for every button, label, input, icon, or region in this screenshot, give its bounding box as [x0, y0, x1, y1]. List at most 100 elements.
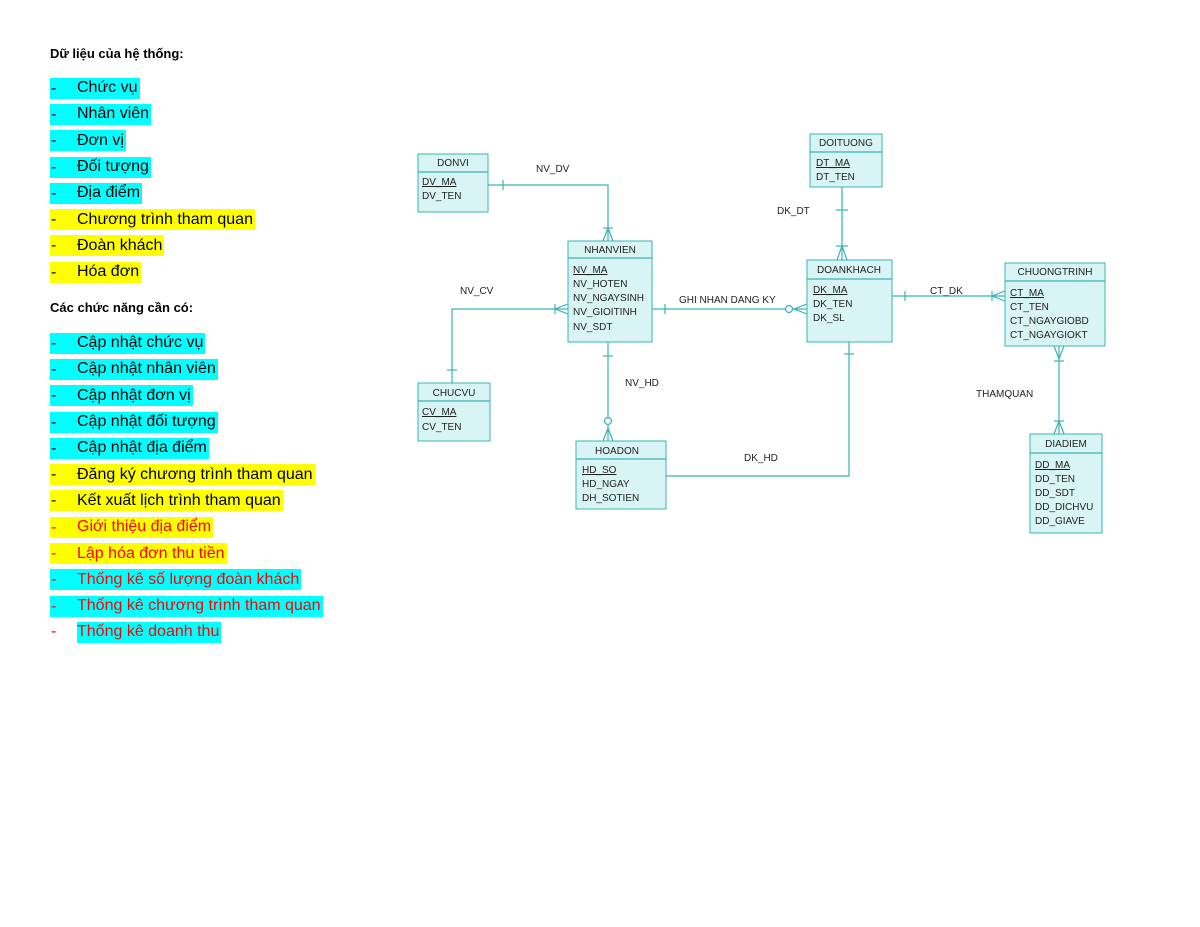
entity-attr: DK_SL: [813, 313, 845, 324]
function-item: -Cập nhật đơn vị: [50, 383, 323, 409]
entity-attr: NV_SDT: [573, 322, 612, 333]
list-item-text: Cập nhật đối tượng: [77, 413, 216, 431]
heading-system-data: Dữ liệu của hệ thống:: [50, 46, 184, 61]
entity-chuongtrinh: CHUONGTRINH CT_MA CT_TEN CT_NGAYGIOBD CT…: [1004, 262, 1106, 347]
entity-title: DOANKHACH: [817, 265, 881, 276]
entity-attr: CV_TEN: [422, 422, 461, 433]
data-item: -Đoàn khách: [50, 233, 255, 259]
list-item-text: Thống kê doanh thu: [77, 623, 220, 641]
entity-hoadon: HOADON HD_SO HD_NGAY DH_SOTIEN: [575, 440, 667, 510]
entity-attr: DD_TEN: [1035, 474, 1075, 485]
list-item-highlight: Kết xuất lịch trình tham quan: [77, 490, 283, 512]
entity-attr: DD_GIAVE: [1035, 516, 1085, 527]
list-item-highlight: Cập nhật chức vụ: [77, 332, 206, 354]
list-item-text: Thống kê số lượng đoàn khách: [77, 570, 300, 588]
list-bullet-dash: -: [50, 235, 77, 257]
entity-pk: NV_MA: [573, 265, 608, 276]
entity-attr: NV_NGAYSINH: [573, 293, 644, 304]
function-item: -Giới thiệu địa điểm: [50, 514, 323, 540]
list-bullet-dash: -: [50, 464, 77, 486]
list-item-highlight: Thống kê số lượng đoàn khách: [77, 569, 302, 591]
line-nv-cv: [451, 308, 568, 383]
list-item-text: Cập nhật đơn vị: [77, 386, 191, 404]
entity-title: NHANVIEN: [584, 245, 636, 256]
list-bullet-dash: -: [50, 516, 77, 538]
list-bullet-dash: -: [50, 209, 77, 231]
data-item: -Hóa đơn: [50, 259, 255, 285]
list-item-text: Cập nhật chức vụ: [77, 334, 204, 352]
list-bullet-dash: -: [50, 543, 77, 565]
entity-pk: CV_MA: [422, 407, 457, 418]
entity-chucvu: CHUCVU CV_MA CV_TEN: [417, 382, 491, 442]
relationship-lines: [447, 180, 1065, 482]
entity-title: DOITUONG: [819, 138, 873, 149]
rel-label-dk-hd: DK_HD: [744, 453, 778, 464]
entity-attr: HD_NGAY: [582, 479, 630, 490]
line-nv-dv: [488, 184, 609, 241]
function-item: -Cập nhật chức vụ: [50, 330, 323, 356]
list-item-highlight: Cập nhật đối tượng: [77, 411, 218, 433]
list-bullet-dash: -: [50, 358, 77, 380]
entity-diadiem: DIADIEM DD_MA DD_TEN DD_SDT DD_DICHVU DD…: [1029, 433, 1103, 534]
function-list: -Cập nhật chức vụ-Cập nhật nhân viên-Cập…: [50, 330, 323, 646]
data-item: -Đơn vị: [50, 128, 255, 154]
entity-title: DIADIEM: [1045, 439, 1087, 450]
list-item-text: Chương trình tham quan: [77, 210, 253, 228]
list-bullet-dash: -: [50, 490, 77, 512]
list-item-text: Địa điểm: [77, 184, 141, 202]
list-bullet-dash: -: [50, 437, 77, 459]
list-bullet-dash: -: [51, 623, 57, 641]
list-bullet-dash: -: [50, 156, 77, 178]
list-item-text: Chức vụ: [77, 79, 138, 97]
list-item-text: Giới thiệu địa điểm: [77, 518, 212, 536]
entity-doituong: DOITUONG DT_MA DT_TEN: [809, 133, 883, 188]
function-item: -Lập hóa đơn thu tiền: [50, 540, 323, 566]
entity-doankhach: DOANKHACH DK_MA DK_TEN DK_SL: [806, 259, 893, 343]
rel-label-ct-dk: CT_DK: [930, 286, 963, 297]
entity-attr: DV_TEN: [422, 191, 461, 202]
list-item-text: Đối tượng: [77, 158, 149, 176]
list-bullet-dash: -: [50, 103, 77, 125]
entity-pk: DT_MA: [816, 158, 850, 169]
er-diagram: NV_DV DK_DT NV_CV GHI NHAN DANG KY CT_DK…: [417, 133, 1106, 534]
function-item: -Thống kê số lượng đoàn khách: [50, 567, 323, 593]
entity-donvi: DONVI DV_MA DV_TEN: [417, 153, 489, 213]
list-item-highlight: Hóa đơn: [77, 261, 142, 283]
list-item-highlight: Giới thiệu địa điểm: [77, 516, 214, 538]
list-item-highlight: Đối tượng: [77, 156, 151, 178]
list-item-highlight: Đăng ký chương trình tham quan: [77, 464, 315, 486]
list-item-highlight: Cập nhật nhân viên: [77, 358, 218, 380]
rel-label-nv-hd: NV_HD: [625, 378, 659, 389]
entity-nhanvien: NHANVIEN NV_MA NV_HOTEN NV_NGAYSINH NV_G…: [567, 240, 653, 343]
list-item-highlight: Nhân viên: [77, 103, 152, 125]
list-item-highlight: Cập nhật địa điểm: [77, 437, 209, 459]
list-item-highlight: Chức vụ: [77, 77, 140, 99]
entity-attr: DD_DICHVU: [1035, 502, 1093, 513]
list-item-highlight: Lập hóa đơn thu tiền: [77, 543, 227, 565]
function-item: - Thống kê doanh thu: [50, 619, 323, 645]
data-item: -Địa điểm: [50, 180, 255, 206]
list-bullet-dash: -: [50, 332, 77, 354]
list-item-text: Nhân viên: [77, 105, 150, 123]
list-item-text: Hóa đơn: [77, 263, 140, 281]
entity-pk: CT_MA: [1010, 288, 1044, 299]
list-bullet-dash: -: [50, 182, 77, 204]
entity-attr: NV_GIOITINH: [573, 307, 637, 318]
entity-attr: CT_NGAYGIOBD: [1010, 316, 1089, 327]
function-item: -Thống kê chương trình tham quan: [50, 593, 323, 619]
rel-label-thamquan: THAMQUAN: [976, 389, 1033, 400]
function-item: -Cập nhật đối tượng: [50, 409, 323, 435]
list-bullet-dash: -: [50, 569, 77, 591]
list-item-highlight: Thống kê chương trình tham quan: [77, 595, 323, 617]
list-item-highlight: Chương trình tham quan: [77, 209, 255, 231]
list-item-text: Lập hóa đơn thu tiền: [77, 544, 225, 562]
list-bullet-dash: -: [50, 385, 77, 407]
function-item: -Cập nhật nhân viên: [50, 356, 323, 382]
list-bullet-dash: -: [50, 77, 77, 99]
entity-pk: HD_SO: [582, 465, 617, 476]
list-bullet-dash: -: [50, 261, 77, 283]
list-item-text: Cập nhật nhân viên: [77, 360, 216, 378]
entity-title: DONVI: [437, 158, 469, 169]
list-item-text: Đoàn khách: [77, 236, 163, 254]
entity-attr: DK_TEN: [813, 299, 852, 310]
